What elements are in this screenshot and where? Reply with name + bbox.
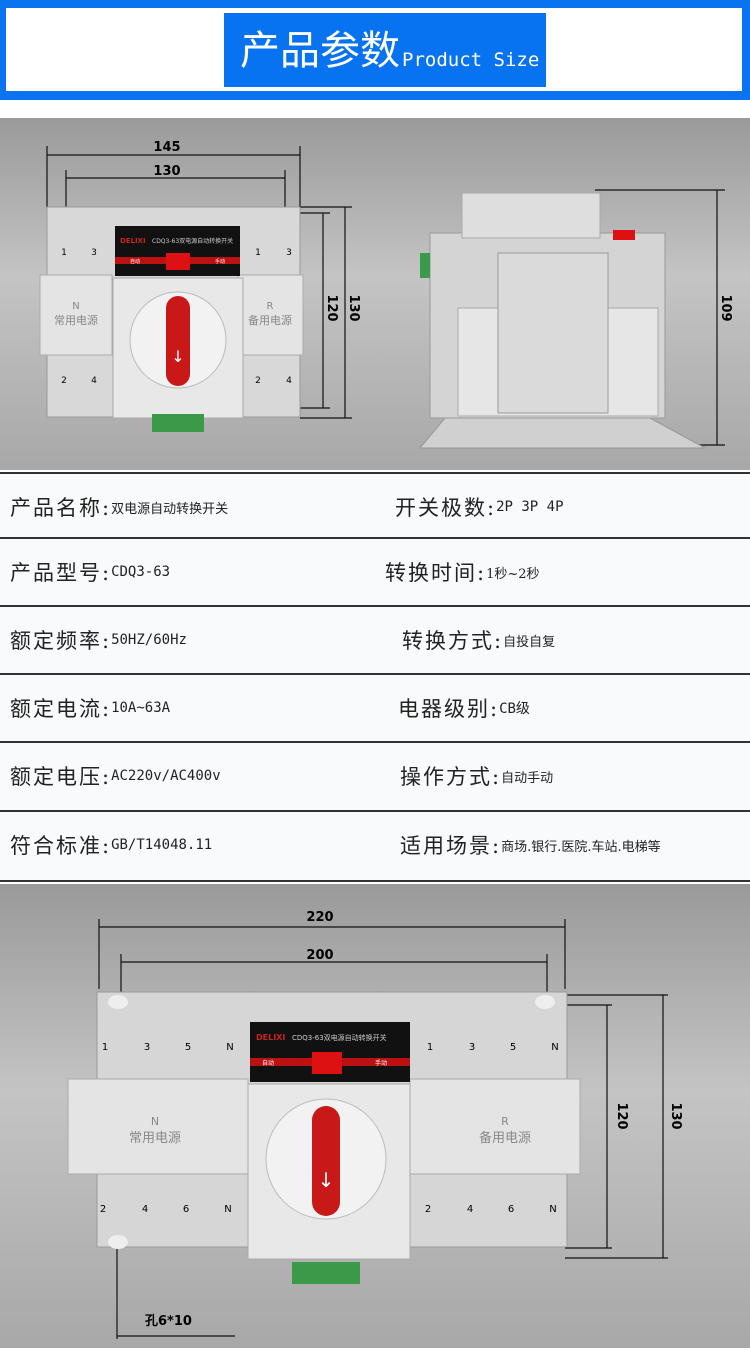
dim-130-vertical: 130 <box>668 1102 683 1129</box>
spec-value: 2P 3P 4P <box>496 499 564 515</box>
svg-text:6: 6 <box>508 1204 514 1215</box>
dim-130: 130 <box>153 164 180 179</box>
spec-value: CB级 <box>499 701 530 717</box>
dim-200: 200 <box>306 948 333 963</box>
svg-text:↓: ↓ <box>318 1168 335 1192</box>
svg-text:DELIXI: DELIXI <box>256 1033 285 1042</box>
dim-130-vertical: 130 <box>346 294 361 321</box>
spec-key: 转换时间: <box>385 561 487 585</box>
spec-key: 转换方式: <box>402 629 504 653</box>
dim-120: 120 <box>614 1102 629 1129</box>
svg-text:N: N <box>551 1042 558 1053</box>
switch-front-view: N 常用电源 R 备用电源 1 3 1 3 2 4 2 4 DELIXI CDQ… <box>39 206 304 432</box>
spec-row: 额定电流:10A~63A 电器级别:CB级 <box>0 673 750 741</box>
svg-text:常用电源: 常用电源 <box>129 1131 181 1146</box>
switch-side-view <box>418 192 706 449</box>
svg-text:4: 4 <box>286 376 292 386</box>
svg-text:自动: 自动 <box>130 258 140 265</box>
svg-text:2: 2 <box>425 1204 431 1215</box>
svg-text:备用电源: 备用电源 <box>479 1130 531 1146</box>
svg-text:N: N <box>151 1115 159 1128</box>
switch-4p-front-view: N 常用电源 R 备用电源 1 3 5 N 1 3 5 N 2 4 6 N 2 … <box>67 991 581 1284</box>
spec-row: 产品型号:CDQ3-63 转换时间:1秒~2秒 <box>0 537 750 605</box>
top-product-photo: 145 130 120 130 109 N 常用电源 R 备用电源 1 3 1 … <box>0 118 750 470</box>
spec-key: 开关极数: <box>395 496 497 520</box>
svg-text:1: 1 <box>427 1042 433 1053</box>
svg-text:1: 1 <box>61 248 67 258</box>
svg-text:3: 3 <box>144 1042 150 1053</box>
spec-key: 额定电压: <box>10 765 112 789</box>
svg-text:DELIXI: DELIXI <box>120 237 146 245</box>
svg-text:N: N <box>72 301 79 312</box>
svg-text:4: 4 <box>467 1204 473 1215</box>
svg-text:2: 2 <box>100 1204 106 1215</box>
svg-text:1: 1 <box>255 248 261 258</box>
hole-size-label: 孔6*10 <box>145 1314 192 1329</box>
title-zh: 产品参数 <box>240 28 400 74</box>
svg-text:CDQ3-63双电源自动转换开关: CDQ3-63双电源自动转换开关 <box>152 237 233 245</box>
spec-value: CDQ3-63 <box>111 564 171 580</box>
svg-text:3: 3 <box>469 1042 475 1053</box>
svg-text:↓: ↓ <box>171 347 184 366</box>
spec-row: 额定频率:50HZ/60Hz 转换方式:自投自复 <box>0 605 750 673</box>
spec-key: 额定频率: <box>10 629 112 653</box>
svg-text:5: 5 <box>185 1042 191 1053</box>
dim-120: 120 <box>324 294 339 321</box>
svg-text:R: R <box>267 301 274 312</box>
spec-key: 电器级别: <box>398 697 500 721</box>
top-product-drawing: 145 130 120 130 109 N 常用电源 R 备用电源 1 3 1 … <box>39 140 733 449</box>
spec-key: 产品型号: <box>10 561 112 585</box>
svg-text:N: N <box>549 1204 556 1215</box>
svg-text:6: 6 <box>183 1204 189 1215</box>
svg-text:1: 1 <box>102 1042 108 1053</box>
svg-text:R: R <box>501 1115 509 1128</box>
spec-value: 商场.银行.医院.车站.电梯等 <box>501 839 661 855</box>
spec-key: 额定电流: <box>10 697 112 721</box>
svg-text:2: 2 <box>61 376 67 386</box>
svg-text:4: 4 <box>91 376 97 386</box>
spec-key: 操作方式: <box>400 765 502 789</box>
dim-109: 109 <box>718 294 733 321</box>
spec-row: 产品名称:双电源自动转换开关 开关极数:2P 3P 4P <box>0 472 750 540</box>
svg-text:常用电源: 常用电源 <box>54 313 98 327</box>
spec-value: 双电源自动转换开关 <box>111 501 229 517</box>
dimension-lines <box>98 919 668 1339</box>
svg-text:手动: 手动 <box>375 1059 387 1067</box>
header-title-box: 产品参数 Product Size <box>224 13 546 87</box>
spec-key: 符合标准: <box>10 834 112 858</box>
dimension-lines <box>46 146 725 446</box>
spec-value: 50HZ/60Hz <box>111 632 187 648</box>
spec-row: 额定电压:AC220v/AC400v 操作方式:自动手动 <box>0 741 750 809</box>
spec-value: 10A~63A <box>111 700 171 716</box>
spec-value: GB/T14048.11 <box>111 837 213 853</box>
bottom-product-photo: 220 200 120 130 孔6*10 N 常用电源 R 备用电源 1 3 … <box>0 884 750 1348</box>
spec-value: 1秒~2秒 <box>486 566 540 582</box>
header-banner: 产品参数 Product Size <box>0 0 750 100</box>
svg-text:N: N <box>226 1042 233 1053</box>
bottom-product-drawing: 220 200 120 130 孔6*10 N 常用电源 R 备用电源 1 3 … <box>67 910 683 1339</box>
svg-text:5: 5 <box>510 1042 516 1053</box>
svg-text:3: 3 <box>91 248 97 258</box>
svg-text:2: 2 <box>255 376 261 386</box>
spec-row: 符合标准:GB/T14048.11 适用场景:商场.银行.医院.车站.电梯等 <box>0 810 750 882</box>
spec-value: 自动手动 <box>501 770 554 786</box>
spec-table: 产品名称:双电源自动转换开关 开关极数:2P 3P 4P 产品型号:CDQ3-6… <box>0 472 750 882</box>
spec-key: 适用场景: <box>400 834 502 858</box>
svg-text:3: 3 <box>286 248 292 258</box>
svg-text:自动: 自动 <box>262 1059 274 1067</box>
title-en: Product Size <box>402 49 540 71</box>
spec-key: 产品名称: <box>10 496 112 520</box>
svg-text:4: 4 <box>142 1204 148 1215</box>
svg-text:手动: 手动 <box>215 258 225 265</box>
spec-value: 自投自复 <box>503 634 556 650</box>
svg-text:N: N <box>224 1204 231 1215</box>
spec-value: AC220v/AC400v <box>111 768 221 784</box>
dim-145: 145 <box>153 140 180 155</box>
svg-text:备用电源: 备用电源 <box>248 313 292 327</box>
svg-text:CDQ3-63双电源自动转换开关: CDQ3-63双电源自动转换开关 <box>292 1033 387 1042</box>
dim-220: 220 <box>306 910 333 925</box>
